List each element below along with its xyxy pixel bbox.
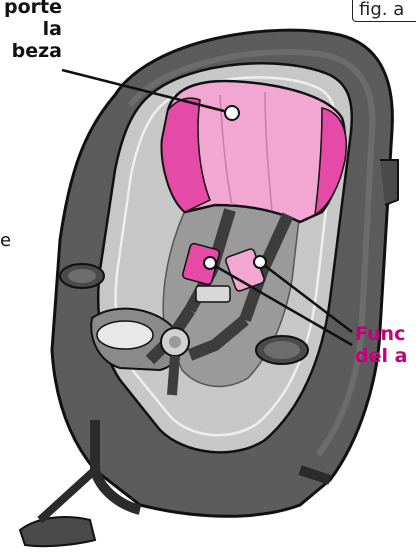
head-support-label-line3: beza [0, 40, 62, 62]
head-support-label: porte la beza [0, 0, 62, 62]
chest-clip [196, 286, 230, 302]
head-support-label-line1: porte [0, 0, 62, 18]
side-text-fragment: e [0, 230, 11, 252]
head-support-label-line2: la [0, 18, 62, 40]
strap-function-label: Func del a [355, 323, 407, 367]
strap-function-label-line2: del a [355, 345, 407, 367]
strap-function-label-line1: Func [355, 323, 407, 345]
figure-tag: fig. a [352, 0, 416, 22]
